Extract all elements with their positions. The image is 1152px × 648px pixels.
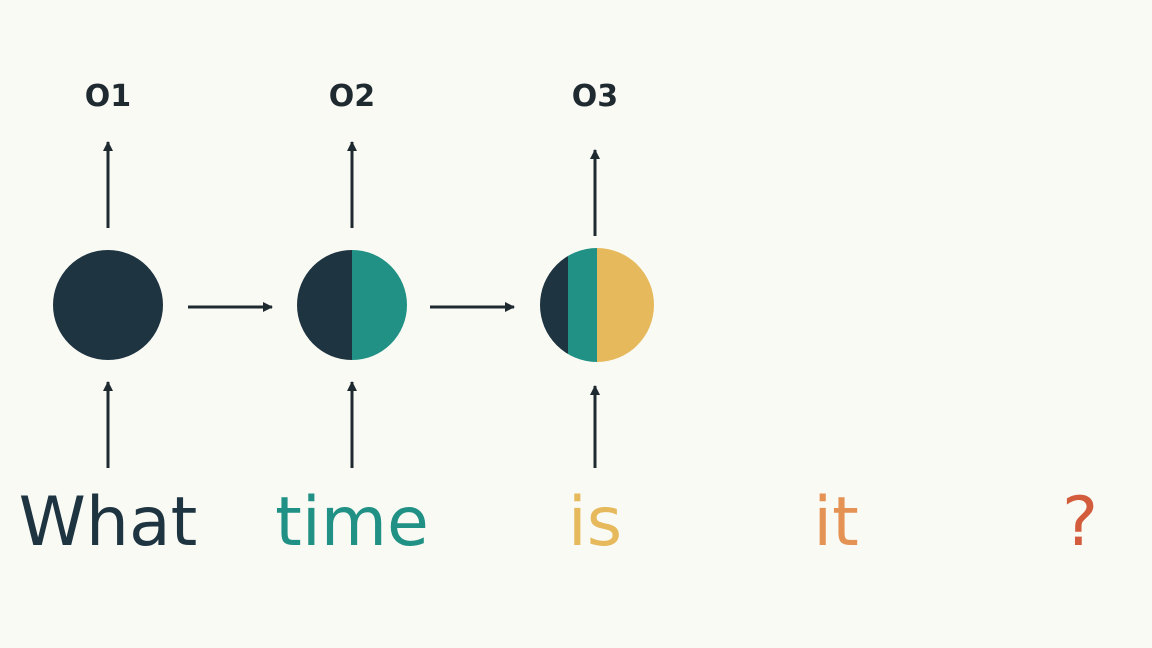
word-question-mark: ?	[1062, 483, 1098, 562]
output-label-o1: O1	[85, 79, 131, 114]
hidden-state-3	[540, 248, 654, 362]
hidden-state-2	[297, 250, 407, 360]
word-is: is	[568, 483, 622, 562]
word-time: time	[275, 483, 429, 562]
hidden-state-1	[53, 250, 163, 360]
output-label-o3: O3	[572, 79, 618, 114]
output-label-o2: O2	[329, 79, 375, 114]
word-what: What	[19, 483, 198, 562]
word-it: it	[813, 483, 859, 562]
